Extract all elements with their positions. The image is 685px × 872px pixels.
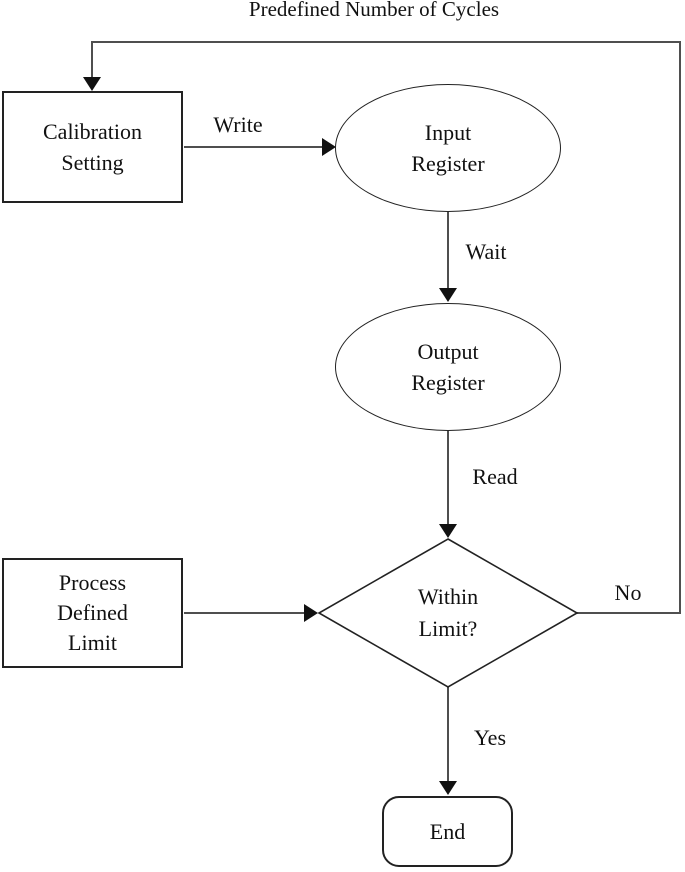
- arrowhead-into-input-register: [322, 138, 336, 156]
- edge-wait-label: Wait: [465, 239, 507, 264]
- edge-read-label: Read: [472, 464, 518, 489]
- calibration-setting-label-line1: Calibration: [43, 119, 142, 144]
- end-label: End: [429, 819, 466, 844]
- input-register-label-line2: Register: [411, 151, 485, 176]
- arrowhead-into-decision-top: [439, 524, 457, 538]
- process-defined-limit-label-line3: Limit: [68, 630, 117, 655]
- edge-write-label: Write: [213, 112, 263, 137]
- arrowhead-into-end: [439, 781, 457, 795]
- node-calibration-setting: Calibration Setting: [2, 91, 183, 203]
- calibration-setting-label-line2: Setting: [61, 150, 124, 175]
- within-limit-label-line1: Within: [417, 584, 479, 609]
- input-register-label-line1: Input: [424, 120, 472, 145]
- node-output-register: Output Register: [335, 303, 561, 431]
- arrowhead-into-decision-left: [304, 604, 318, 622]
- node-input-register: Input Register: [335, 84, 561, 212]
- process-defined-limit-label-line2: Defined: [57, 600, 128, 625]
- decision-diamond-shape: [317, 538, 579, 688]
- edge-no-feedback-line: [91, 41, 681, 614]
- node-process-defined-limit: Process Defined Limit: [2, 558, 183, 668]
- node-end: End: [382, 796, 513, 867]
- output-register-label-line2: Register: [411, 370, 485, 395]
- diagram-title: Predefined Number of Cycles: [248, 0, 500, 21]
- arrowhead-into-calibration: [83, 77, 101, 91]
- edge-no-label: No: [614, 580, 642, 605]
- process-defined-limit-label-line1: Process: [58, 570, 127, 595]
- output-register-label-line1: Output: [417, 339, 479, 364]
- node-within-limit-decision: Within Limit?: [418, 581, 478, 645]
- edge-yes-label: Yes: [473, 725, 507, 750]
- arrowhead-into-output-register: [439, 288, 457, 302]
- within-limit-label-line2: Limit?: [418, 616, 478, 641]
